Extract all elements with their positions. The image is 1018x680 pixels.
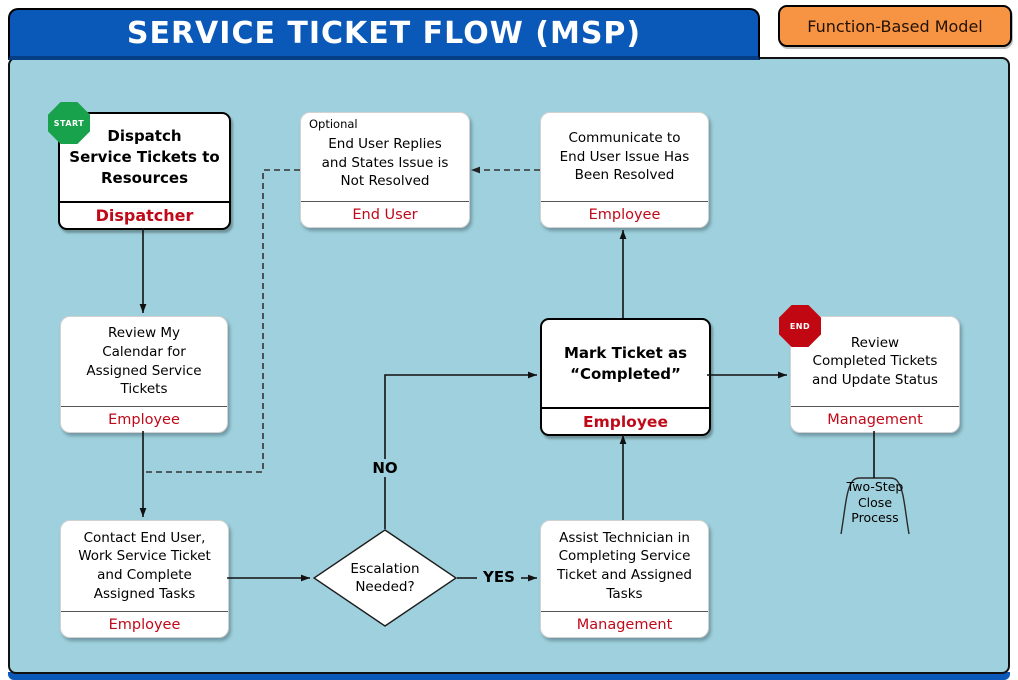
model-tag-badge: Function-Based Model (778, 5, 1012, 47)
node-role: Management (791, 406, 959, 432)
offpage-label: Two-Step Close Process (846, 479, 904, 526)
node-end-user-replies: Optional End User Replies and States Iss… (300, 112, 470, 228)
bottom-accent-bar (8, 672, 1010, 680)
decision-label: Escalation Needed? (350, 560, 420, 595)
node-role: End User (301, 201, 469, 227)
node-title: Communicate to End User Issue Has Been R… (559, 130, 690, 184)
node-title: Dispatch Service Tickets to Resources (69, 127, 220, 187)
node-title: End User Replies and States Issue is Not… (321, 136, 449, 190)
node-title: Review My Calendar for Assigned Service … (86, 325, 202, 398)
node-role: Employee (542, 407, 709, 434)
title-bar: SERVICE TICKET FLOW (MSP) (8, 8, 760, 60)
node-role: Employee (541, 201, 708, 227)
offpage-shape (840, 477, 910, 535)
node-dispatch: START Dispatch Service Tickets to Resour… (48, 102, 231, 230)
node-role: Employee (61, 611, 228, 637)
node-role: Management (541, 611, 708, 637)
node-role: Dispatcher (60, 201, 229, 228)
node-mark-completed: Mark Ticket as “Completed” Employee (540, 318, 711, 436)
node-review-completed: END Review Completed Tickets and Update … (779, 305, 960, 433)
page-title: SERVICE TICKET FLOW (MSP) (126, 15, 642, 51)
optional-label: Optional (309, 117, 358, 131)
offpage-two-step-close: Two-Step Close Process (836, 477, 914, 535)
node-contact-end-user: Contact End User, Work Service Ticket an… (60, 520, 229, 638)
end-badge: END (779, 305, 821, 347)
edge-label-no: NO (364, 459, 406, 477)
node-review-calendar: Review My Calendar for Assigned Service … (60, 316, 228, 433)
node-role: Employee (61, 406, 227, 432)
decision-escalation-needed: Escalation Needed? (312, 529, 458, 627)
start-badge: START (48, 102, 90, 144)
node-title: Assist Technician in Completing Service … (557, 529, 692, 602)
diamond-shape (312, 529, 458, 627)
node-communicate-resolved: Communicate to End User Issue Has Been R… (540, 112, 709, 228)
node-title: Mark Ticket as “Completed” (563, 343, 688, 383)
node-assist-technician: Assist Technician in Completing Service … (540, 520, 709, 638)
node-title: Review Completed Tickets and Update Stat… (812, 334, 938, 388)
node-title: Contact End User, Work Service Ticket an… (78, 529, 211, 602)
edge-label-yes: YES (477, 568, 521, 586)
